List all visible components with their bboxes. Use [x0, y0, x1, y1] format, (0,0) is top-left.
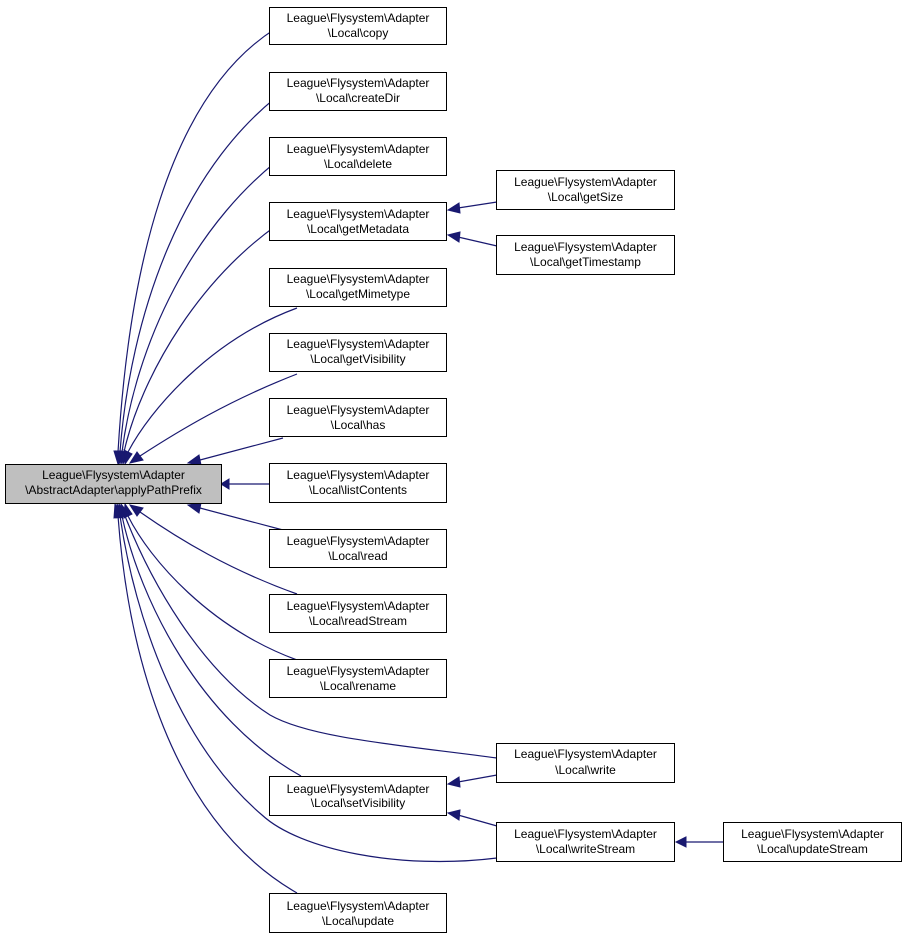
- edge-update-to-applypathprefix: [117, 515, 298, 894]
- arrowhead-from-listcontents: [220, 478, 230, 490]
- node-line1: League\Flysystem\Adapter: [287, 76, 430, 90]
- node-rename[interactable]: League\Flysystem\Adapter \Local\rename: [269, 659, 447, 698]
- node-line2: \Local\setVisibility: [311, 796, 406, 810]
- edge-getmimetype-to-applypathprefix: [127, 307, 298, 453]
- arrowhead-from-read: [186, 502, 202, 514]
- edge-createdir-to-applypathprefix: [119, 81, 298, 453]
- arrowhead-from-getvisibility: [128, 451, 144, 464]
- node-write[interactable]: League\Flysystem\Adapter \Local\write: [496, 743, 675, 783]
- node-read[interactable]: League\Flysystem\Adapter \Local\read: [269, 529, 447, 568]
- node-line1: League\Flysystem\Adapter: [42, 468, 185, 482]
- node-copy[interactable]: League\Flysystem\Adapter \Local\copy: [269, 7, 447, 45]
- node-line2: \Local\read: [328, 549, 387, 563]
- node-line1: League\Flysystem\Adapter: [287, 468, 430, 482]
- arrowhead-write-to-setvisibility: [446, 776, 461, 788]
- edge-getvisibility-to-applypathprefix: [139, 373, 298, 457]
- node-line1: League\Flysystem\Adapter: [741, 827, 884, 841]
- node-line2: \Local\getMetadata: [307, 222, 409, 236]
- edge-writestream-to-applypathprefix: [119, 515, 498, 863]
- node-line2: \Local\getMimetype: [306, 287, 410, 301]
- edge-write-to-setvisibility: [457, 774, 498, 783]
- arrowhead-from-readstream: [128, 504, 144, 517]
- node-line1: League\Flysystem\Adapter: [287, 782, 430, 796]
- arrowhead-from-has: [186, 454, 202, 466]
- edge-readstream-to-applypathprefix: [139, 511, 298, 595]
- node-createdir[interactable]: League\Flysystem\Adapter \Local\createDi…: [269, 72, 447, 111]
- node-line1: League\Flysystem\Adapter: [514, 240, 657, 254]
- node-line2: \Local\getTimestamp: [530, 255, 641, 269]
- node-line1: League\Flysystem\Adapter: [287, 11, 430, 25]
- node-line1: League\Flysystem\Adapter: [287, 534, 430, 548]
- node-line1: League\Flysystem\Adapter: [287, 899, 430, 913]
- node-line2: \Local\copy: [328, 26, 389, 40]
- arrowhead-updatestream-to-writestream: [674, 836, 687, 848]
- node-getvisibility[interactable]: League\Flysystem\Adapter \Local\getVisib…: [269, 333, 447, 372]
- edge-read-to-applypathprefix: [199, 507, 284, 531]
- node-delete[interactable]: League\Flysystem\Adapter \Local\delete: [269, 137, 447, 176]
- node-getsize[interactable]: League\Flysystem\Adapter \Local\getSize: [496, 170, 675, 210]
- node-line1: League\Flysystem\Adapter: [287, 142, 430, 156]
- node-updatestream[interactable]: League\Flysystem\Adapter \Local\updateSt…: [723, 822, 902, 862]
- node-line2: \Local\getSize: [548, 190, 624, 204]
- edge-writestream-to-setvisibility: [457, 814, 498, 827]
- node-line2: \Local\createDir: [316, 91, 400, 105]
- node-line2: \Local\getVisibility: [310, 352, 405, 366]
- node-line2: \Local\update: [322, 914, 394, 928]
- node-line2: \AbstractAdapter\applyPathPrefix: [25, 483, 202, 497]
- edge-delete-to-applypathprefix: [121, 145, 298, 453]
- node-gettimestamp[interactable]: League\Flysystem\Adapter \Local\getTimes…: [496, 235, 675, 275]
- edge-getmetadata-to-applypathprefix: [123, 211, 298, 453]
- node-line1: League\Flysystem\Adapter: [514, 827, 657, 841]
- node-line1: League\Flysystem\Adapter: [287, 403, 430, 417]
- node-line1: League\Flysystem\Adapter: [287, 272, 430, 286]
- edge-getsize-to-getmetadata: [457, 201, 498, 209]
- node-line1: League\Flysystem\Adapter: [514, 747, 657, 761]
- node-line2: \Local\write: [555, 763, 616, 777]
- edges: [117, 16, 723, 894]
- node-getmetadata[interactable]: League\Flysystem\Adapter \Local\getMetad…: [269, 202, 447, 241]
- node-line2: \Local\has: [331, 418, 386, 432]
- edge-write-to-applypathprefix: [124, 515, 498, 759]
- arrowhead-getsize-to-getmetadata: [446, 202, 461, 214]
- node-has[interactable]: League\Flysystem\Adapter \Local\has: [269, 398, 447, 437]
- node-line2: \Local\delete: [324, 157, 392, 171]
- node-line1: League\Flysystem\Adapter: [287, 599, 430, 613]
- arrowhead-writestream-to-setvisibility: [446, 809, 461, 821]
- arrowhead-from-getmimetype: [123, 449, 133, 466]
- node-listcontents[interactable]: League\Flysystem\Adapter \Local\listCont…: [269, 463, 447, 503]
- node-line2: \Local\rename: [320, 679, 396, 693]
- node-update[interactable]: League\Flysystem\Adapter \Local\update: [269, 893, 447, 933]
- node-line1: League\Flysystem\Adapter: [287, 664, 430, 678]
- node-setvisibility[interactable]: League\Flysystem\Adapter \Local\setVisib…: [269, 776, 447, 816]
- node-line1: League\Flysystem\Adapter: [287, 207, 430, 221]
- arrowheads: [113, 202, 687, 848]
- edge-setvisibility-to-applypathprefix: [121, 515, 302, 777]
- node-line2: \Local\listContents: [309, 483, 407, 497]
- node-applypathprefix[interactable]: League\Flysystem\Adapter \AbstractAdapte…: [5, 464, 222, 504]
- node-getmimetype[interactable]: League\Flysystem\Adapter \Local\getMimet…: [269, 268, 447, 307]
- edge-rename-to-applypathprefix: [127, 515, 298, 661]
- arrowhead-from-update: [113, 502, 123, 519]
- node-readstream[interactable]: League\Flysystem\Adapter \Local\readStre…: [269, 594, 447, 633]
- arrowhead-gettimestamp-to-getmetadata: [446, 231, 461, 243]
- edge-gettimestamp-to-getmetadata: [457, 236, 498, 247]
- node-line2: \Local\writeStream: [536, 842, 635, 856]
- node-line2: \Local\readStream: [309, 614, 407, 628]
- node-line2: \Local\updateStream: [757, 842, 868, 856]
- node-line1: League\Flysystem\Adapter: [514, 175, 657, 189]
- edge-copy-to-applypathprefix: [117, 16, 298, 453]
- edge-has-to-applypathprefix: [199, 437, 284, 461]
- node-line1: League\Flysystem\Adapter: [287, 337, 430, 351]
- node-writestream[interactable]: League\Flysystem\Adapter \Local\writeStr…: [496, 822, 675, 862]
